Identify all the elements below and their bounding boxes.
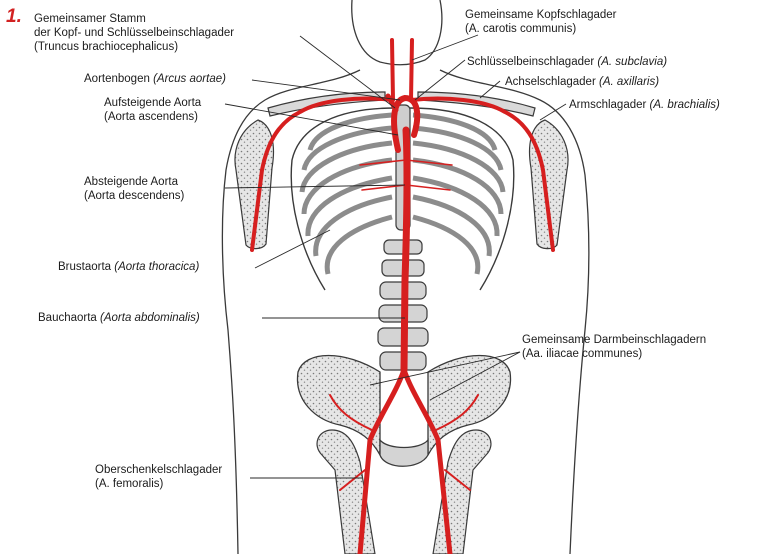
- label-brachialis-latin: (A. brachialis): [650, 99, 720, 111]
- label-ascendens-latin: (Aorta ascendens): [104, 110, 198, 124]
- label-axillaris-de: Achselschlagader: [505, 76, 596, 88]
- label-truncus-line1: Gemeinsamer Stamm: [34, 12, 146, 26]
- label-iliacae: Gemeinsame Darmbeinschlagadern: [522, 333, 706, 347]
- label-carotis: Gemeinsame Kopfschlagader: [465, 8, 617, 22]
- label-subclavia: Schlüsselbeinschlagader (A. subclavia): [467, 55, 667, 69]
- figure-marker: 1.: [6, 6, 22, 28]
- label-femoralis: Oberschenkelschlagader: [95, 463, 222, 477]
- label-abdominalis-latin: (Aorta abdominalis): [100, 312, 200, 324]
- label-truncus-latin: (Truncus brachiocephalicus): [34, 40, 178, 54]
- label-brachialis-de: Armschlagader: [569, 99, 646, 111]
- label-truncus-line2: der Kopf- und Schlüsselbeinschlagader: [34, 26, 234, 40]
- label-brachialis: Armschlagader (A. brachialis): [569, 98, 720, 112]
- label-arcus-de: Aortenbogen: [84, 73, 150, 85]
- label-abdominalis-de: Bauchaorta: [38, 312, 97, 324]
- label-descendens: Absteigende Aorta: [84, 175, 178, 189]
- label-femoralis-latin: (A. femoralis): [95, 477, 163, 491]
- label-arcus-latin: (Arcus aortae): [153, 73, 226, 85]
- label-thoracica-de: Brustaorta: [58, 261, 111, 273]
- label-axillaris: Achselschlagader (A. axillaris): [505, 75, 659, 89]
- label-thoracica-latin: (Aorta thoracica): [114, 261, 199, 273]
- label-subclavia-latin: (A. subclavia): [597, 56, 667, 68]
- label-axillaris-latin: (A. axillaris): [599, 76, 659, 88]
- label-descendens-latin: (Aorta descendens): [84, 189, 184, 203]
- label-arcus: Aortenbogen (Arcus aortae): [84, 72, 226, 86]
- label-carotis-latin: (A. carotis communis): [465, 22, 576, 36]
- label-subclavia-de: Schlüsselbeinschlagader: [467, 56, 594, 68]
- label-thoracica: Brustaorta (Aorta thoracica): [58, 260, 199, 274]
- label-ascendens: Aufsteigende Aorta: [104, 96, 201, 110]
- label-iliacae-latin: (Aa. iliacae communes): [522, 347, 642, 361]
- label-abdominalis: Bauchaorta (Aorta abdominalis): [38, 311, 200, 325]
